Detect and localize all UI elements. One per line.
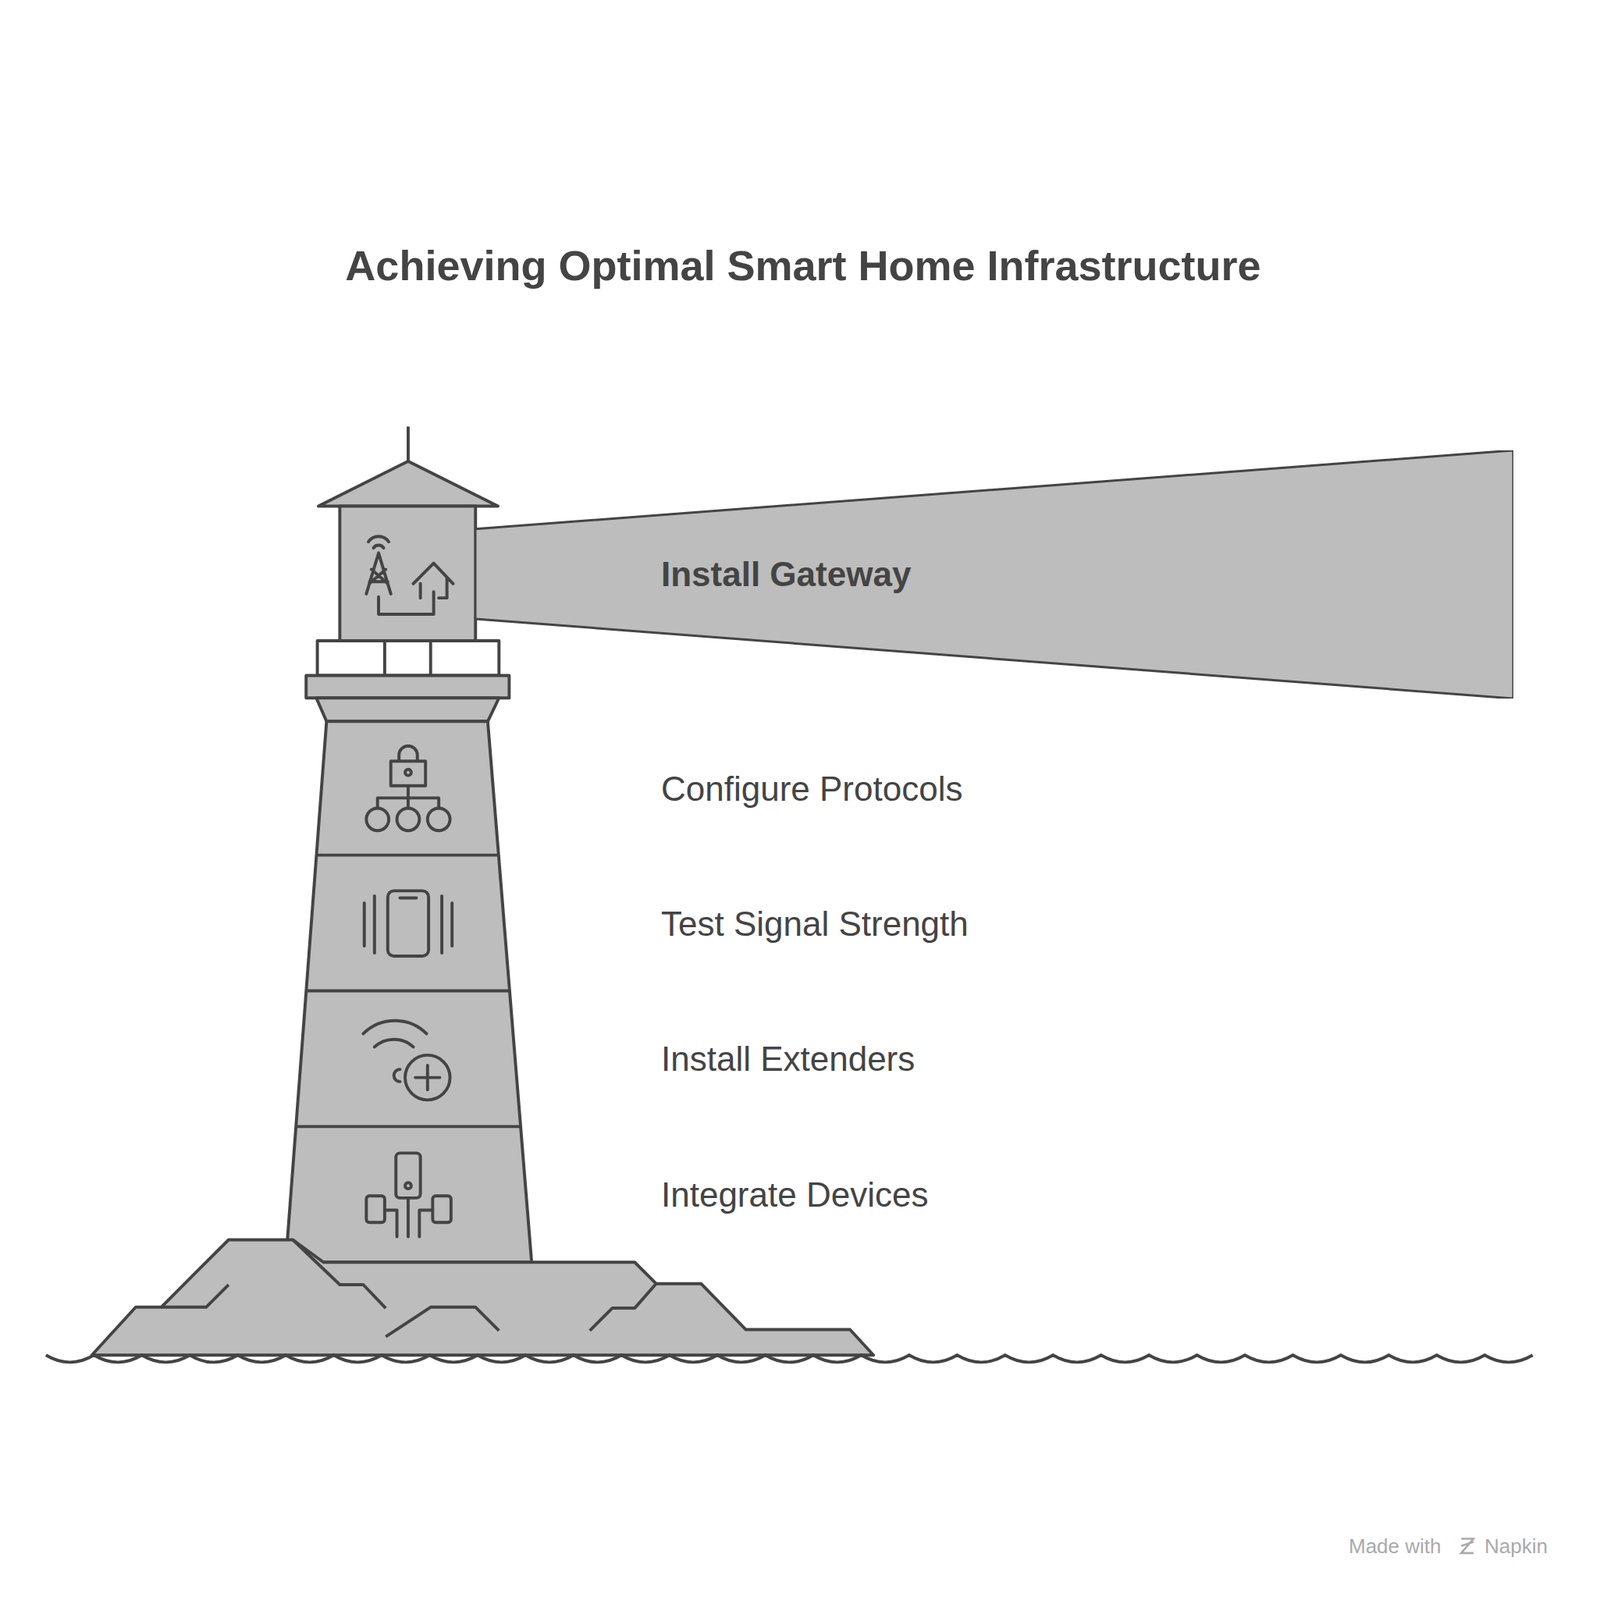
watermark: Napkin (1484, 1534, 1548, 1559)
tower (285, 721, 532, 1263)
napkin-logo (1461, 1539, 1474, 1554)
device-icon (395, 1152, 420, 1199)
railing-post (383, 640, 387, 676)
rock-cracks (161, 1239, 657, 1337)
vibration-lines (364, 896, 452, 953)
step-label: Test Signal Strength (661, 904, 969, 944)
device-wires (384, 1198, 433, 1238)
gallery-platform (305, 675, 509, 698)
watermark: Made with (1348, 1534, 1442, 1559)
band-divider (295, 1124, 521, 1128)
plus-circle (405, 1055, 451, 1101)
lantern-room (339, 505, 476, 641)
gateway-icon (366, 536, 453, 615)
band-divider (305, 989, 509, 993)
rocks (92, 1239, 874, 1355)
beam-shape (475, 450, 1514, 699)
band-divider (316, 853, 499, 857)
plus-sign (415, 1065, 440, 1090)
network-node (397, 807, 420, 831)
roof (318, 461, 498, 507)
keyhole (405, 769, 412, 776)
device-icon (366, 1195, 385, 1223)
step-label: Integrate Devices (661, 1175, 928, 1215)
device-dot (405, 1182, 412, 1189)
diagram-title: Achieving Optimal Smart Home Infrastruct… (344, 241, 1261, 290)
railing (317, 640, 500, 676)
wifi-icon (362, 1020, 427, 1082)
device-icon (432, 1195, 452, 1223)
network-node (366, 807, 389, 831)
icons (362, 536, 453, 1237)
protocol-icon (377, 746, 439, 809)
step-label: Configure Protocols (661, 769, 963, 809)
railing-post (429, 640, 433, 676)
light-beam: Install Gateway (475, 450, 1514, 699)
beam-outline (475, 450, 1514, 699)
water (46, 1354, 1533, 1362)
phone-icon (387, 890, 429, 957)
tower-neck (316, 697, 499, 722)
network-node (427, 807, 451, 831)
antenna (406, 426, 410, 461)
step-label: Install Extenders (661, 1039, 915, 1079)
step-label: Install Gateway (661, 554, 911, 594)
